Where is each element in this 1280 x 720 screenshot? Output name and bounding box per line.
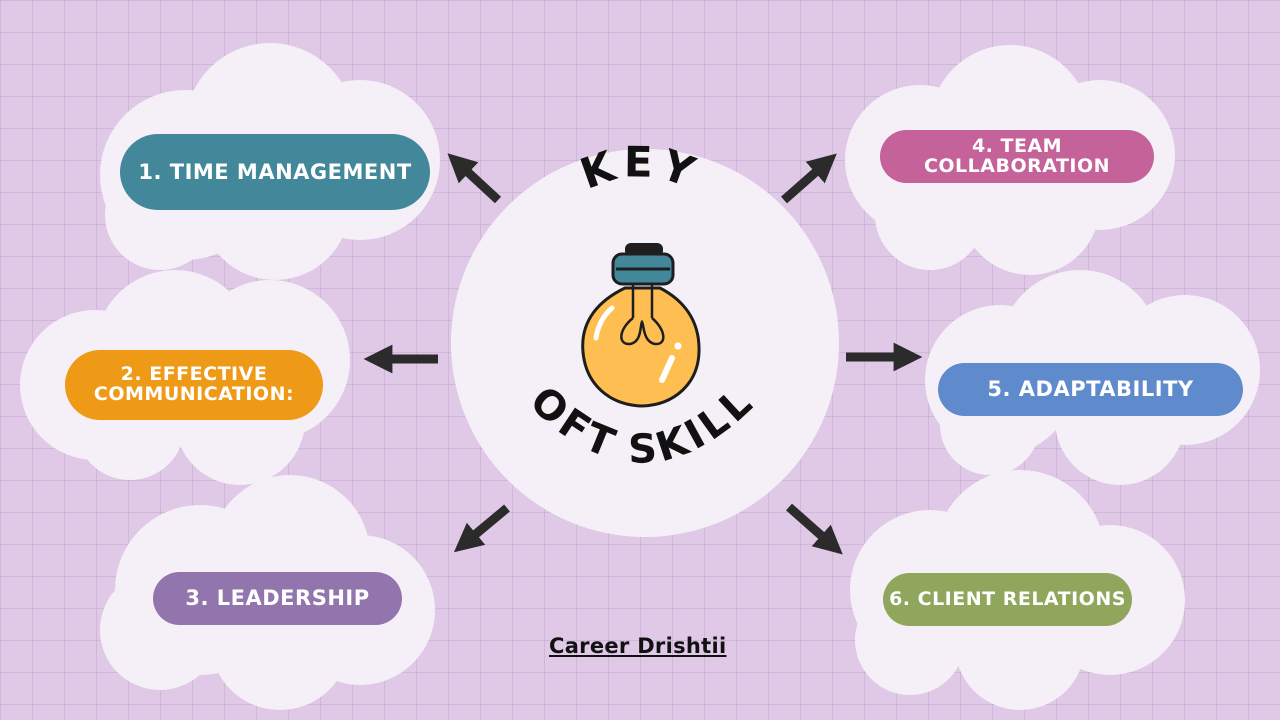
arrow-icon [453,504,510,553]
skill-time-management: 1. TIME MANAGEMENT [120,134,430,210]
brand-footer: Career Drishtii [549,634,727,658]
skill-team-collaboration: 4. TEAM COLLABORATION [880,130,1154,183]
arrow-icon [447,153,502,204]
skill-client-relations: 6. CLIENT RELATIONS [883,573,1132,626]
lightbulb-icon [581,243,701,408]
skill-leadership: 3. LEADERSHIP [153,572,402,625]
arrow-icon [781,153,837,204]
skill-effective-communication: 2. EFFECTIVE COMMUNICATION: [65,350,323,420]
arrow-icon [786,503,843,555]
skill-adaptability: 5. ADAPTABILITY [938,363,1243,416]
